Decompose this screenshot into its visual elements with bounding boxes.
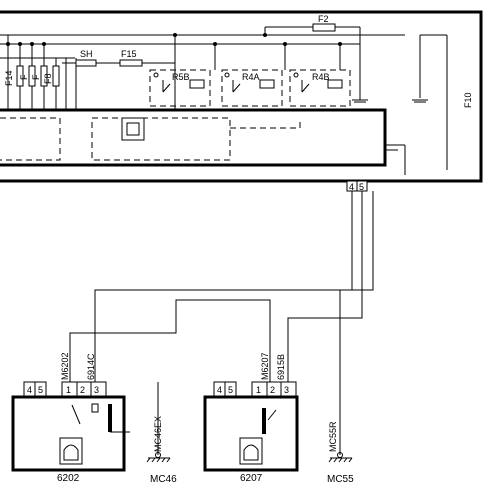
device-6202-pin-5: 5 xyxy=(38,385,43,395)
device-6202-pin-1: 1 xyxy=(66,385,71,395)
ground-internal-2 xyxy=(412,99,428,103)
wire-m6207: M6207 xyxy=(260,352,270,380)
fuse-f10-label: F10 xyxy=(463,92,473,108)
ground-internal-1 xyxy=(352,99,368,103)
control-unit-outline xyxy=(0,108,387,167)
device-6207-pin-5: 5 xyxy=(228,385,233,395)
wire-6915b: 6915B xyxy=(276,354,286,380)
fuse-small-c-label: F8 xyxy=(43,73,53,84)
door-sensor-icon xyxy=(59,437,83,465)
device-6202-pin-2: 2 xyxy=(80,385,85,395)
main-connector: 4 5 xyxy=(346,180,368,192)
main-pin-5: 5 xyxy=(359,182,364,192)
wire-6914c: 6914C xyxy=(86,353,96,380)
device-6202-pin-4: 4 xyxy=(27,385,32,395)
chip-icon xyxy=(121,117,145,141)
device-6202-label: 6202 xyxy=(57,473,80,484)
fuse-f2-label: F2 xyxy=(318,14,329,24)
relay-r4a: R4A xyxy=(221,44,286,107)
device-6207-pin-4: 4 xyxy=(217,385,222,395)
device-6207-pin-1: 1 xyxy=(256,385,261,395)
fuse-small-a: F xyxy=(19,65,36,87)
ground-mc46-label: MC46 xyxy=(150,474,177,485)
relay-r5b-label: R5B xyxy=(172,72,190,82)
wire-m6202: M6202 xyxy=(60,352,70,380)
wire-mc46ex: MC46EX xyxy=(153,416,163,452)
fuse-small-c: F8 xyxy=(43,65,60,87)
fuse-small-a-label: F xyxy=(19,74,29,80)
harness-wires xyxy=(69,191,374,455)
wire-mc55r: MC55R xyxy=(328,421,338,452)
door-sensor-icon-2 xyxy=(239,437,263,465)
fuse-f15-label: F15 xyxy=(121,49,137,59)
fuse-f2: F2 xyxy=(312,14,336,32)
device-6207: 4 5 1 2 3 6207 M6207 6915B xyxy=(203,352,299,484)
fuse-f10: F10 xyxy=(463,92,473,108)
ground-mc46: MC46EX MC46 xyxy=(146,382,177,485)
device-6207-label: 6207 xyxy=(240,473,263,484)
fuse-box-outline xyxy=(0,10,483,183)
relay-r4b-label: R4B xyxy=(312,72,330,82)
device-6202-pin-3: 3 xyxy=(94,385,99,395)
busbars xyxy=(0,26,448,170)
fuse-small-b-label: F xyxy=(31,74,41,80)
fuse-sh: SH xyxy=(75,49,97,67)
ground-mc55: MC55R MC55 xyxy=(327,421,354,485)
fuse-f15: F15 xyxy=(119,49,143,67)
relay-r4a-label: R4A xyxy=(242,72,260,82)
fuse-f14-label: F14 xyxy=(4,70,14,86)
control-unit-internals xyxy=(0,117,406,175)
device-6207-pin-2: 2 xyxy=(270,385,275,395)
device-6202: 4 5 1 2 3 6202 M6202 6914C xyxy=(11,352,130,484)
relay-r4b: R4B xyxy=(289,44,351,107)
relay-r5b: R5B xyxy=(149,44,216,107)
fuse-box xyxy=(0,10,483,183)
fuse-sh-label: SH xyxy=(80,49,93,59)
fuse-f14: F14 xyxy=(4,65,24,87)
fuse-small-b: F xyxy=(31,65,48,87)
device-6207-pin-3: 3 xyxy=(284,385,289,395)
main-pin-4: 4 xyxy=(349,182,354,192)
ground-mc55-label: MC55 xyxy=(327,474,354,485)
